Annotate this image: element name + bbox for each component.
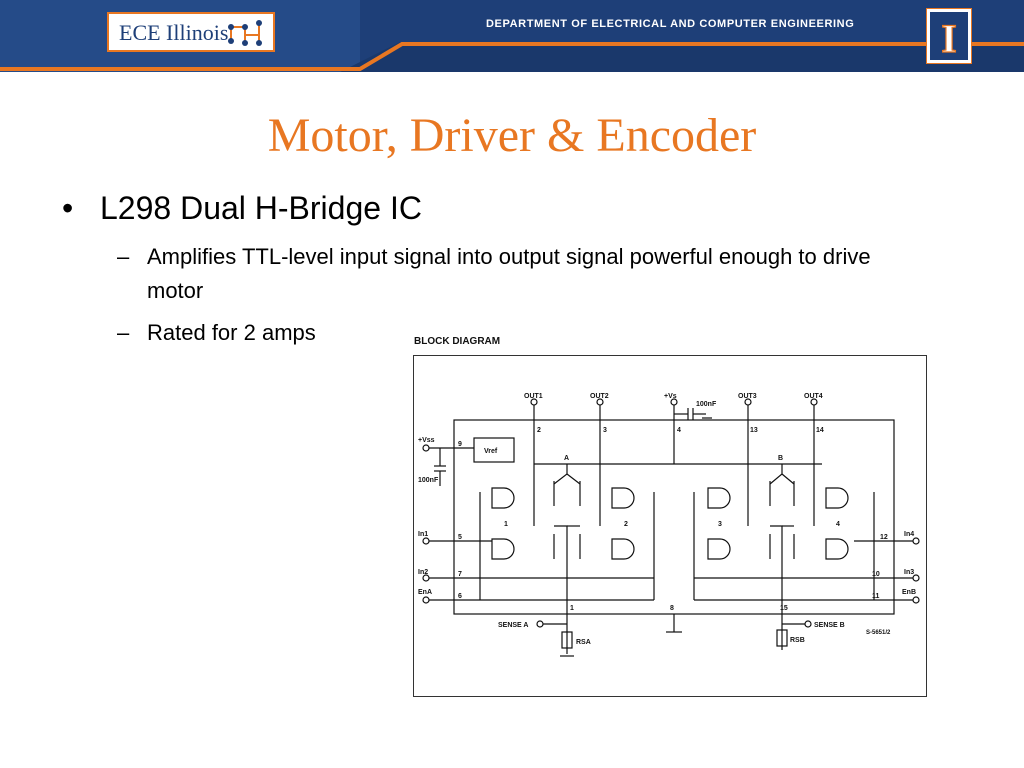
label-gate-2: 2 xyxy=(624,521,628,528)
label-pin-5: 5 xyxy=(458,534,462,541)
label-cap-left: 100nF xyxy=(418,477,439,484)
logo-text: ECE Illinois xyxy=(119,20,229,45)
bullet-text: L298 Dual H-Bridge IC xyxy=(100,190,422,226)
circuit-dots-icon xyxy=(228,20,262,46)
label-bridge-b: B xyxy=(778,455,783,462)
and-gate-2-bottom xyxy=(611,538,635,560)
label-ena: EnA xyxy=(418,589,432,596)
emitter-b-top xyxy=(769,464,783,485)
ena-terminal xyxy=(422,596,430,604)
department-name: DEPARTMENT OF ELECTRICAL AND COMPUTER EN… xyxy=(486,18,855,30)
label-pin-2: 2 xyxy=(537,427,541,434)
and-gate-1-top xyxy=(491,487,515,509)
emitter-b-bottom xyxy=(770,525,783,596)
label-cap-top: 100nF xyxy=(696,401,717,408)
label-vs: +Vs xyxy=(664,393,677,400)
emitter-a-bottom xyxy=(554,525,568,596)
sense-a-terminal xyxy=(536,620,544,628)
slide-title: Motor, Driver & Encoder xyxy=(267,109,757,162)
rsb-resistor xyxy=(776,629,788,647)
label-pin-1: 1 xyxy=(570,605,574,612)
label-in3: In3 xyxy=(904,569,914,576)
label-out3: OUT3 xyxy=(738,393,757,400)
block-diagram: OUT1 OUT2 +Vs 100nF OUT3 OUT4 +Vss 100nF… xyxy=(413,355,927,697)
label-pin-4: 4 xyxy=(677,427,681,434)
and-gate-4-bottom xyxy=(825,538,849,560)
label-rsb: RSB xyxy=(790,637,805,644)
label-sense-a: SENSE A xyxy=(498,622,528,629)
label-out2: OUT2 xyxy=(590,393,609,400)
label-in1: In1 xyxy=(418,531,428,538)
in1-terminal xyxy=(422,537,430,545)
label-gate-3: 3 xyxy=(718,521,722,528)
out1-terminal xyxy=(530,398,538,406)
vs-terminal xyxy=(670,398,678,406)
university-logo-letter: I xyxy=(941,16,957,61)
emitter-a-top2 xyxy=(566,473,581,485)
label-in4: In4 xyxy=(904,531,914,538)
label-out4: OUT4 xyxy=(804,393,823,400)
label-pin-9: 9 xyxy=(458,441,462,448)
label-gate-1: 1 xyxy=(504,521,508,528)
subbullet-text: Amplifies TTL-level input signal into ou… xyxy=(147,244,871,303)
label-pin-13: 13 xyxy=(750,427,758,434)
and-gate-3-top xyxy=(707,487,731,509)
label-pin-7: 7 xyxy=(458,571,462,578)
label-part-code: S-5651/2 xyxy=(866,630,891,636)
in3-terminal xyxy=(912,574,920,582)
subbullet-dash: – xyxy=(117,320,130,345)
label-vss: +Vss xyxy=(418,437,435,444)
enb-terminal xyxy=(912,596,920,604)
label-pin-11: 11 xyxy=(872,593,880,600)
out4-terminal xyxy=(810,398,818,406)
subbullet-dash: – xyxy=(117,244,130,269)
label-vref: Vref xyxy=(484,448,498,455)
subbullet-text: Rated for 2 amps xyxy=(147,320,316,345)
label-gate-4: 4 xyxy=(836,521,840,528)
label-pin-14: 14 xyxy=(816,427,824,434)
out2-terminal xyxy=(596,398,604,406)
label-sense-b: SENSE B xyxy=(814,622,845,629)
label-in2: In2 xyxy=(418,569,428,576)
university-logo[interactable]: I xyxy=(926,8,972,64)
label-pin-12: 12 xyxy=(880,534,888,541)
label-pin-10: 10 xyxy=(872,571,880,578)
label-out1: OUT1 xyxy=(524,393,543,400)
l298-schematic: OUT1 OUT2 +Vs 100nF OUT3 OUT4 +Vss 100nF… xyxy=(418,393,920,657)
label-pin-6: 6 xyxy=(458,593,462,600)
label-pin-15: 15 xyxy=(780,605,788,612)
in2-terminal xyxy=(422,574,430,582)
label-rsa: RSA xyxy=(576,639,591,646)
sense-b-terminal xyxy=(804,620,812,628)
out3-terminal xyxy=(744,398,752,406)
and-gate-4-top xyxy=(825,487,849,509)
in4-terminal xyxy=(912,537,920,545)
emitter-a-top xyxy=(553,464,568,485)
rsa-resistor xyxy=(561,631,573,649)
and-gate-3-bottom xyxy=(707,538,731,560)
label-pin-3: 3 xyxy=(603,427,607,434)
bullet-dot: • xyxy=(62,190,74,226)
emitter-b-top2 xyxy=(781,473,795,485)
diagram-title: BLOCK DIAGRAM xyxy=(414,336,501,347)
label-enb: EnB xyxy=(902,589,916,596)
and-gate-1-bottom xyxy=(491,538,515,560)
label-bridge-a: A xyxy=(564,455,569,462)
vref-block xyxy=(473,437,515,463)
vss-terminal xyxy=(422,444,430,452)
header-banner: ECE Illinois DEPARTMENT OF ELECTRICAL AN… xyxy=(0,0,1024,72)
label-pin-8: 8 xyxy=(670,605,674,612)
and-gate-2-top xyxy=(611,487,635,509)
ece-illinois-logo[interactable]: ECE Illinois xyxy=(107,12,275,52)
block-i-icon: I xyxy=(930,12,968,62)
